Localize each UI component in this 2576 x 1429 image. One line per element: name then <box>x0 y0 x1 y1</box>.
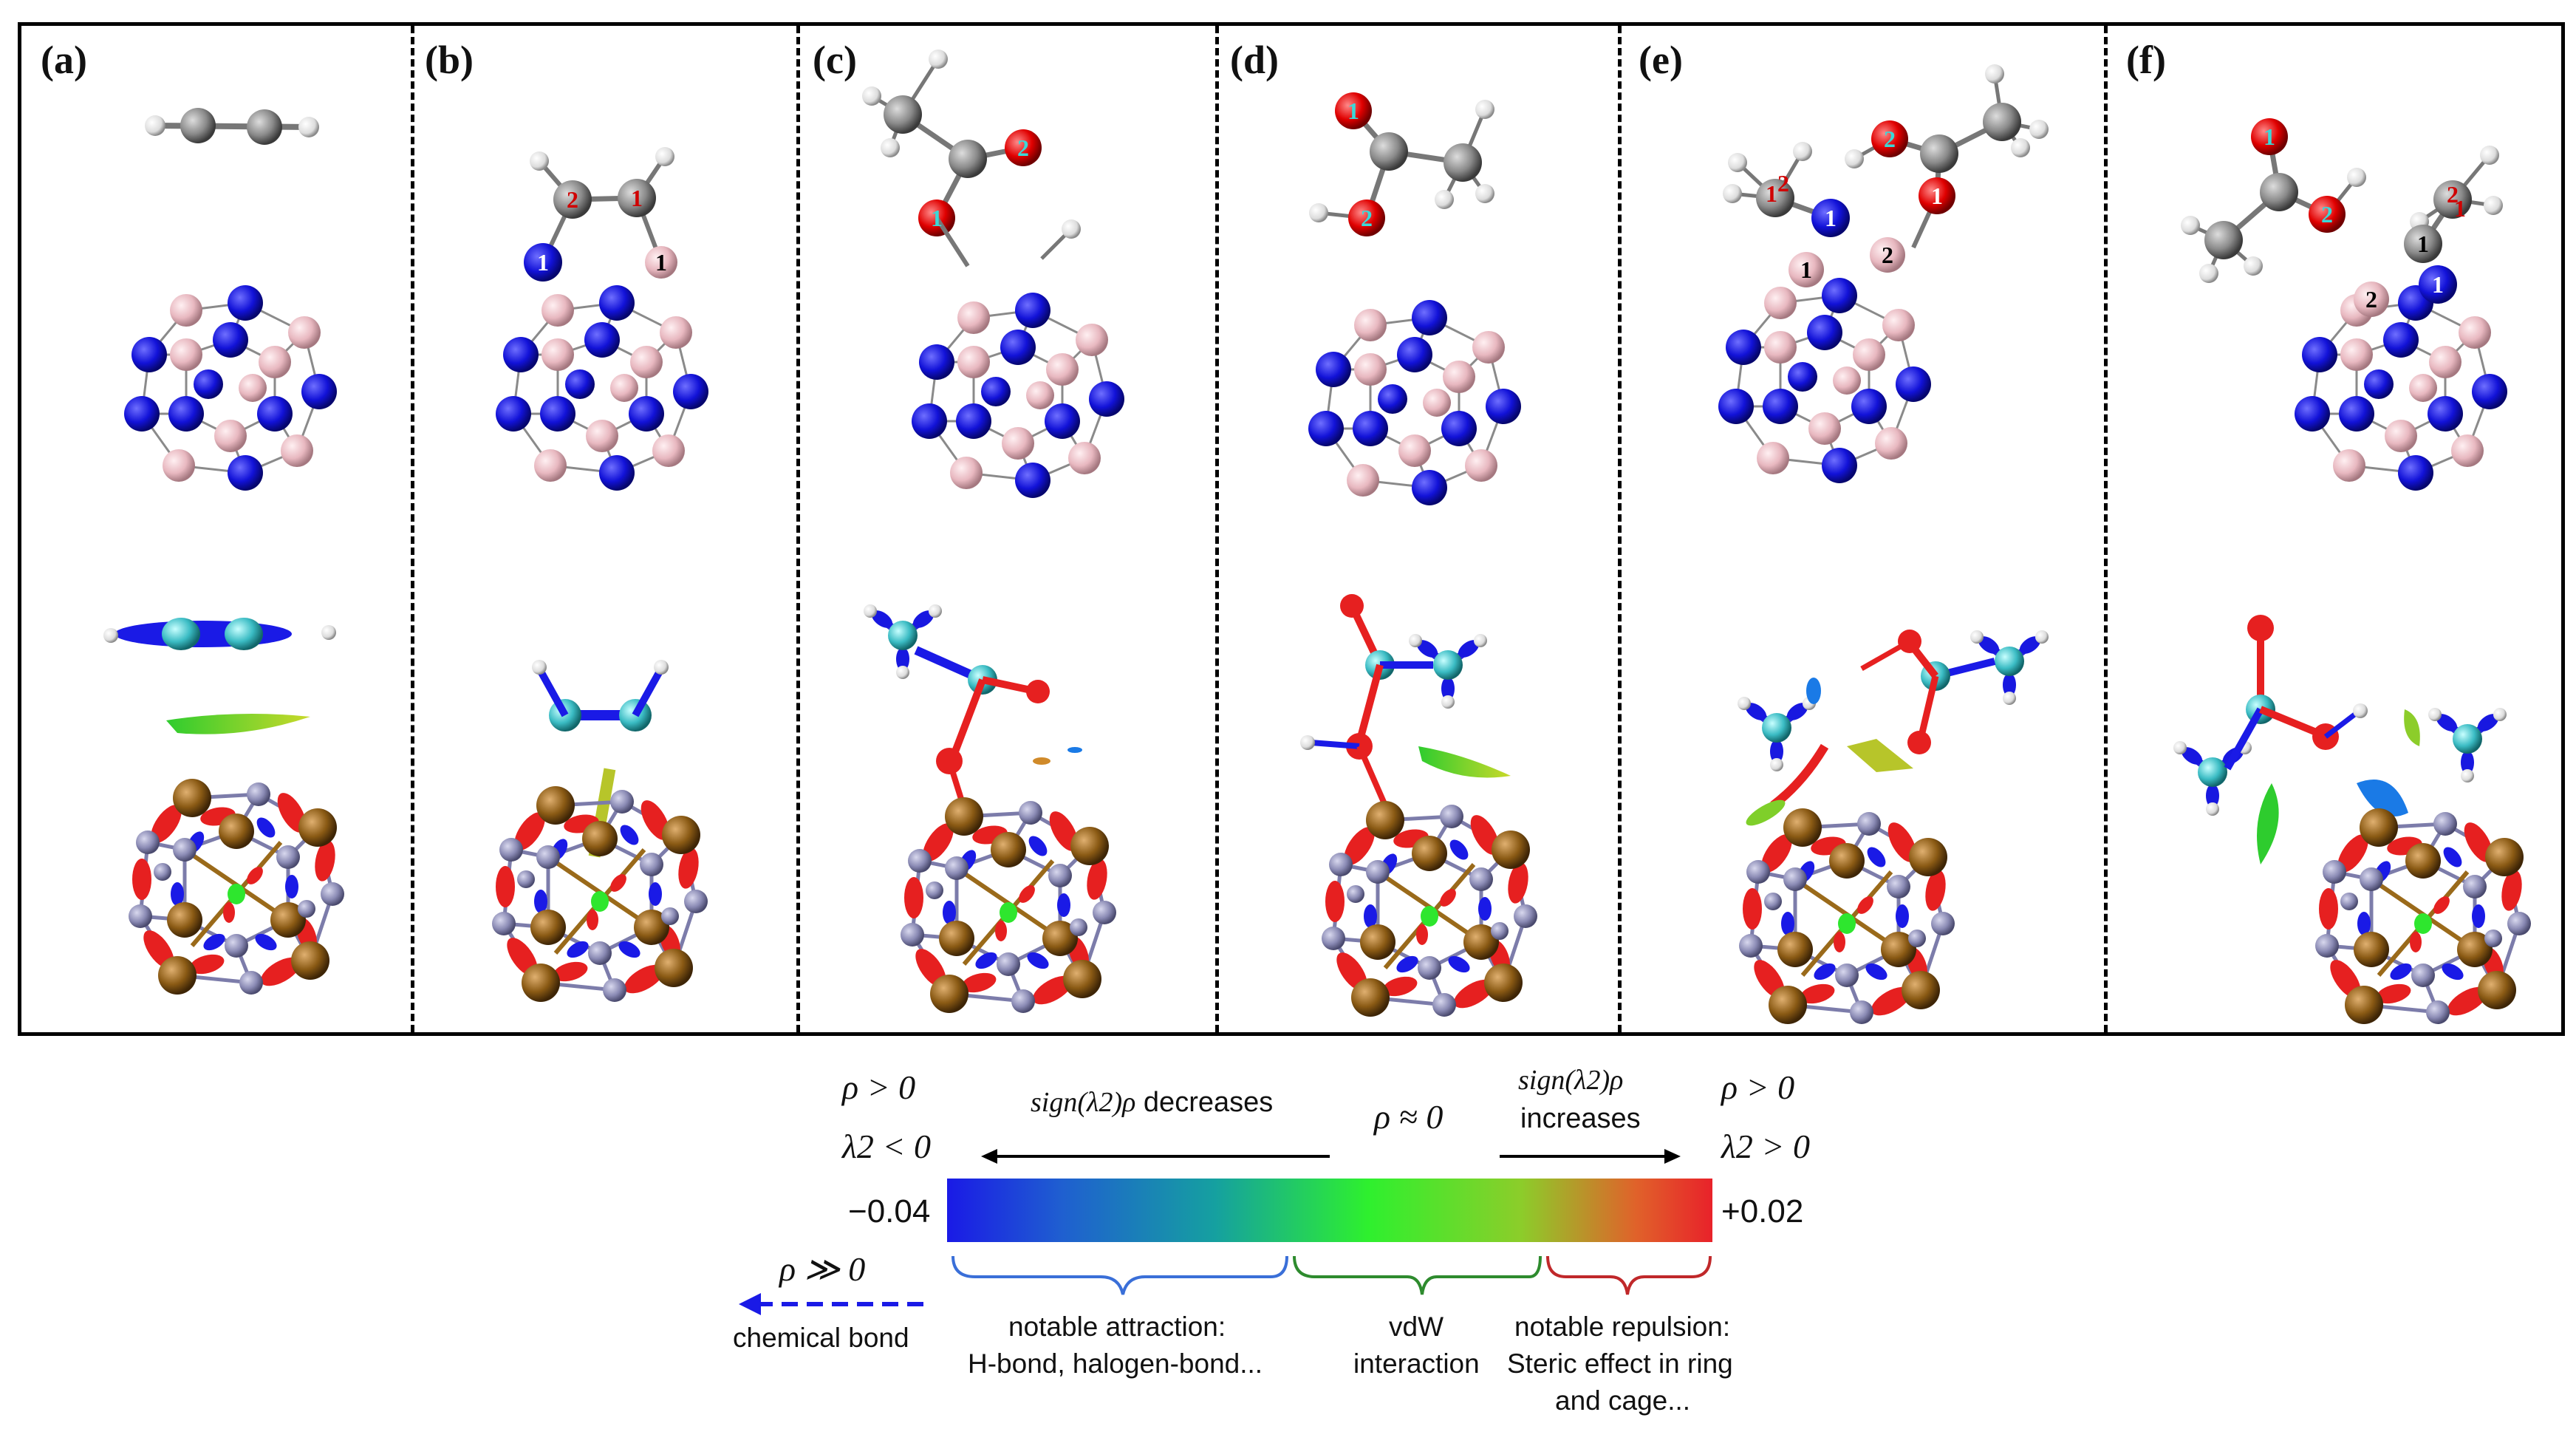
panel-divider <box>2104 26 2108 1032</box>
atom-number-e-1: 1 <box>1766 180 1777 207</box>
panel-e-atom-b2 <box>1870 237 1905 273</box>
panel-label-c: (c) <box>813 38 857 82</box>
panel-a-nci-cage <box>129 779 344 995</box>
legend-attraction-line-1: notable attraction: <box>1008 1312 1226 1342</box>
panel-a-acetylene <box>145 108 319 145</box>
atom-number-c-1: 2 <box>1017 134 1029 161</box>
panel-c-nci-cage <box>901 797 1116 1013</box>
panel-e-two-fragments <box>1723 64 2049 249</box>
atom-number-f-5: 1 <box>2417 231 2429 257</box>
panel-divider <box>411 26 414 1032</box>
legend-decreases-word: decreases <box>1143 1087 1274 1118</box>
legend-repulsion-line-1: notable repulsion: <box>1514 1312 1731 1342</box>
atom-number-e-2: 2 <box>1777 170 1789 197</box>
legend-decreases-expr: sign(λ2)ρ <box>1031 1087 1136 1118</box>
legend-decreases: sign(λ2)ρ decreases <box>1031 1086 1273 1119</box>
panel-b-atom-n <box>524 243 562 282</box>
atom-number-e-3: 2 <box>1884 126 1896 152</box>
panel-c-acetate-fragment <box>862 50 1081 267</box>
atom-number-b-3: 1 <box>537 249 549 276</box>
panel-e-bn-cage <box>1717 276 1933 485</box>
panel-d-nci-fragment <box>1300 594 1511 807</box>
legend-increases-word: increases <box>1520 1103 1641 1134</box>
panel-b-adsorbed-acetylene <box>530 147 674 264</box>
legend-bond-label: chemical bond <box>733 1323 909 1353</box>
panel-f-nci-cage <box>2315 808 2531 1024</box>
atom-number-f-1: 1 <box>2264 123 2275 150</box>
legend-left-cond-2: λ2 < 0 <box>842 1128 931 1165</box>
legend-vdw-line-2: interaction <box>1353 1348 1480 1379</box>
panel-f-atom-n <box>2419 265 2457 304</box>
panel-label-a: (a) <box>41 38 87 82</box>
legend-attraction-line-2: H-bond, halogen-bond... <box>968 1348 1263 1379</box>
legend-vdw-line-1: vdW <box>1389 1312 1444 1342</box>
legend-bond-cond: ρ ≫ 0 <box>779 1250 866 1288</box>
atom-number-d-1: 1 <box>1347 98 1359 124</box>
legend-right-cond-2: λ2 > 0 <box>1721 1128 1810 1165</box>
colorbar-min-label: −0.04 <box>848 1193 931 1230</box>
legend-right-cond-1: ρ > 0 <box>1721 1068 1795 1106</box>
atom-number-e-5: 1 <box>1825 205 1837 231</box>
figure-frame <box>18 22 2565 1036</box>
panel-c-nci-fragment <box>864 604 1082 822</box>
panel-f-atom-b <box>2354 282 2389 317</box>
panel-a-nci-acetylene <box>103 618 336 734</box>
panel-d-nci-cage <box>1322 801 1537 1017</box>
colorbar-max-label: +0.02 <box>1721 1193 1804 1230</box>
panel-a-bn-cage <box>123 284 338 492</box>
panel-e-nci-cage <box>1739 808 1955 1024</box>
legend-middle-cond: ρ ≈ 0 <box>1374 1098 1444 1136</box>
panel-f-two-fragments <box>2181 118 2503 283</box>
panel-label-b: (b) <box>425 38 474 82</box>
legend-repulsion-line-3: and cage... <box>1555 1385 1691 1416</box>
panel-f-nci-fragments <box>2173 615 2507 864</box>
panel-divider <box>796 26 800 1032</box>
atom-number-b-2: 1 <box>631 185 643 211</box>
atom-number-c-2: 1 <box>931 205 943 231</box>
atom-number-f-7: 1 <box>2432 271 2444 298</box>
atom-number-e-6: 1 <box>1800 256 1812 283</box>
legend-increases-expr: sign(λ2)ρ <box>1518 1065 1624 1096</box>
panel-c-bn-cage <box>910 291 1126 499</box>
legend-left-cond-1: ρ > 0 <box>842 1068 916 1106</box>
panel-f-bn-cage <box>2293 284 2509 492</box>
atom-number-f-3: 2 <box>2447 181 2459 208</box>
panel-label-d: (d) <box>1230 38 1279 82</box>
panel-b-atom-b <box>645 246 677 279</box>
panel-d-acetic-acid <box>1309 92 1494 236</box>
atom-number-e-7: 2 <box>1882 242 1893 268</box>
panel-b-bn-cage <box>494 284 710 492</box>
atom-number-b-1: 2 <box>567 186 578 213</box>
panel-d-bn-cage <box>1307 299 1523 507</box>
atom-number-d-2: 2 <box>1361 205 1373 231</box>
atom-number-e-4: 1 <box>1931 183 1943 209</box>
panel-label-f: (f) <box>2126 38 2166 82</box>
atom-number-b-4: 1 <box>655 249 667 276</box>
panel-e-atom-b1 <box>1788 252 1824 287</box>
atom-number-f-4: 1 <box>2454 195 2466 222</box>
legend-repulsion-line-2: Steric effect in ring <box>1507 1348 1733 1379</box>
panel-e-nci-fragments <box>1738 630 2049 826</box>
atom-number-f-6: 2 <box>2365 286 2377 313</box>
atom-number-f-2: 2 <box>2321 201 2333 228</box>
panel-divider <box>1215 26 1219 1032</box>
panel-divider <box>1618 26 1622 1032</box>
panel-label-e: (e) <box>1639 38 1683 82</box>
